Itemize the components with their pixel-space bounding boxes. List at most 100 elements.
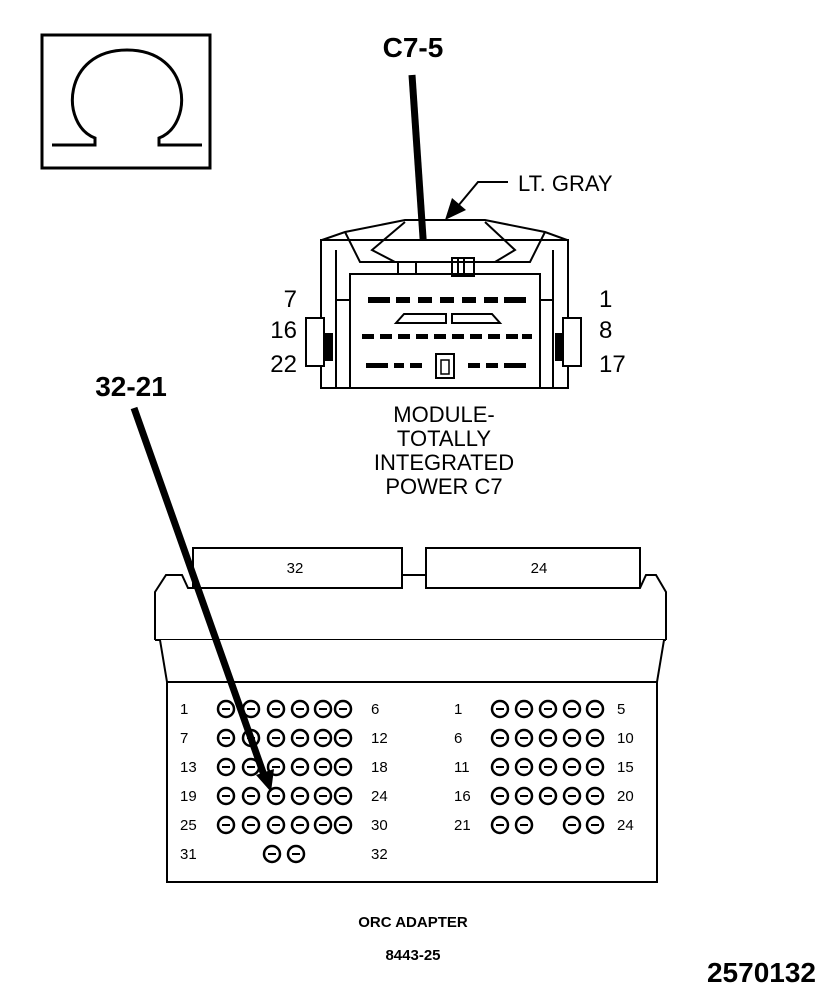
adapter-cavity-left [216, 728, 236, 748]
adapter-cavity-left [313, 699, 333, 719]
adapter-cavity-left [333, 728, 353, 748]
adapter-cavity-right [562, 699, 582, 719]
housing-color-arrowhead [445, 198, 466, 220]
adapter-cavity-right [514, 757, 534, 777]
adapter-left-row-6-start: 31 [180, 846, 197, 863]
adapter-left-row-2-end: 12 [371, 730, 388, 747]
adapter-cavity-right [538, 757, 558, 777]
module-row-label-right-2: 8 [599, 317, 612, 344]
adapter-cavity-right [562, 757, 582, 777]
adapter-cavities [216, 699, 605, 864]
module-row-label-right-3: 17 [599, 351, 626, 378]
adapter-cavity-left [216, 757, 236, 777]
module-row-label-left-3: 22 [270, 351, 297, 378]
module-row-label-right-1: 1 [599, 286, 612, 313]
adapter-cavity-right [585, 699, 605, 719]
adapter-cavity-right [514, 786, 534, 806]
adapter-right-row-1-start: 1 [454, 701, 462, 718]
adapter-cavity-right [562, 728, 582, 748]
adapter-cavity-right [538, 728, 558, 748]
adapter-cavity-right [585, 815, 605, 835]
callout-c7-5: C7-5 [383, 32, 444, 63]
adapter-cavity-right [585, 757, 605, 777]
adapter-right-row-1-end: 5 [617, 701, 625, 718]
adapter-left-row-1-end: 6 [371, 701, 379, 718]
adapter-cavity-right [538, 786, 558, 806]
adapter-cavity-left [313, 786, 333, 806]
ohm-icon [52, 48, 202, 147]
housing-color-label: LT. GRAY [518, 171, 613, 196]
callout-32-21-arrowhead [256, 769, 274, 792]
adapter-cavity-right [585, 786, 605, 806]
adapter-left-row-1-start: 1 [180, 701, 188, 718]
adapter-right-row-2-start: 6 [454, 730, 462, 747]
adapter-left-row-4-end: 24 [371, 788, 388, 805]
housing-color-leader [457, 181, 508, 207]
module-caption-line-3: INTEGRATED [374, 450, 514, 475]
adapter-cavity-right [490, 815, 510, 835]
orc-adapter [154, 547, 667, 883]
adapter-right-row-5-end: 24 [617, 817, 634, 834]
adapter-cavity-left [266, 786, 286, 806]
adapter-cavity-left [333, 699, 353, 719]
adapter-cavity-right [514, 815, 534, 835]
adapter-part-number: 8443-25 [385, 947, 440, 964]
adapter-left-row-4-start: 19 [180, 788, 197, 805]
adapter-left-row-3-end: 18 [371, 759, 388, 776]
adapter-cavity-left [266, 815, 286, 835]
adapter-cavity-right [538, 699, 558, 719]
adapter-cavity-right [490, 699, 510, 719]
adapter-cavity-left [290, 699, 310, 719]
adapter-cavity-right [514, 728, 534, 748]
adapter-right-row-4-end: 20 [617, 788, 634, 805]
adapter-cavity-left [266, 699, 286, 719]
module-cavity-row-3 [366, 353, 526, 379]
adapter-cavity-left [241, 786, 261, 806]
adapter-right-row-2-end: 10 [617, 730, 634, 747]
adapter-cavity-left [241, 815, 261, 835]
adapter-cavity-left [216, 786, 236, 806]
adapter-left-row-5-start: 25 [180, 817, 197, 834]
adapter-caption: ORC ADAPTER [358, 914, 468, 931]
adapter-cavity-left [290, 728, 310, 748]
adapter-cavity-left [333, 786, 353, 806]
adapter-cavity-left [313, 815, 333, 835]
adapter-cavity-left [313, 757, 333, 777]
adapter-cavity-right [562, 786, 582, 806]
adapter-cavity-left [216, 815, 236, 835]
adapter-cavity-left [262, 844, 282, 864]
module-cavity-row-2 [362, 313, 532, 339]
ohm-symbol-box [40, 33, 212, 170]
adapter-cavity-left [333, 815, 353, 835]
module-row-label-left-2: 16 [270, 317, 297, 344]
module-cavity-row-1 [368, 297, 526, 303]
adapter-cavity-right [514, 699, 534, 719]
callout-32-21-arrow [130, 406, 269, 780]
adapter-cavity-left [266, 728, 286, 748]
adapter-right-row-3-end: 15 [617, 759, 634, 776]
adapter-cavity-right [490, 786, 510, 806]
module-caption-line-4: POWER C7 [385, 474, 502, 499]
adapter-cavity-left [290, 786, 310, 806]
adapter-right-row-3-start: 11 [454, 759, 470, 776]
adapter-left-row-2-start: 7 [180, 730, 188, 747]
module-caption-line-1: MODULE- [393, 402, 494, 427]
adapter-cavity-left [241, 757, 261, 777]
adapter-cavity-left [313, 728, 333, 748]
adapter-left-row-6-end: 32 [371, 846, 388, 863]
adapter-cavity-left [333, 757, 353, 777]
adapter-tab-right-label: 24 [531, 560, 548, 577]
adapter-cavity-right [490, 728, 510, 748]
adapter-cavity-left [290, 815, 310, 835]
adapter-right-row-4-start: 16 [454, 788, 471, 805]
adapter-left-row-5-end: 30 [371, 817, 388, 834]
adapter-cavity-right [585, 728, 605, 748]
module-caption-line-2: TOTALLY [397, 426, 491, 451]
adapter-cavity-left [290, 757, 310, 777]
adapter-right-row-5-start: 21 [454, 817, 471, 834]
callout-32-21: 32-21 [95, 371, 167, 402]
module-row-label-left-1: 7 [284, 286, 297, 313]
adapter-tab-left-label: 32 [287, 560, 304, 577]
adapter-cavity-left [216, 699, 236, 719]
